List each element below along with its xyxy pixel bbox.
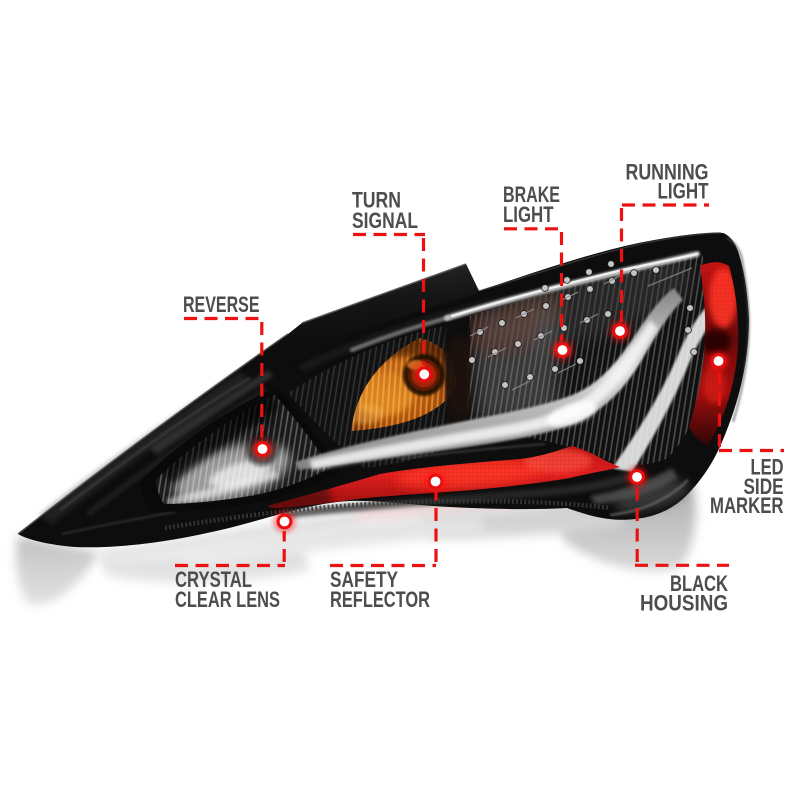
- svg-text:TURN: TURN: [352, 188, 401, 213]
- svg-text:BLACK: BLACK: [670, 571, 728, 596]
- svg-text:MARKER: MARKER: [710, 493, 784, 518]
- svg-text:SIDE: SIDE: [744, 474, 784, 499]
- svg-text:BRAKE: BRAKE: [503, 182, 560, 207]
- svg-text:CRYSTAL: CRYSTAL: [175, 567, 252, 592]
- svg-text:REFLECTOR: REFLECTOR: [330, 587, 430, 612]
- svg-text:HOUSING: HOUSING: [640, 591, 728, 616]
- svg-text:SAFETY: SAFETY: [330, 567, 398, 592]
- svg-text:RUNNING: RUNNING: [626, 160, 709, 185]
- svg-text:LIGHT: LIGHT: [503, 202, 554, 227]
- svg-text:SIGNAL: SIGNAL: [352, 208, 418, 233]
- svg-text:CLEAR LENS: CLEAR LENS: [175, 587, 280, 612]
- svg-text:LIGHT: LIGHT: [658, 179, 709, 204]
- svg-text:REVERSE: REVERSE: [183, 292, 260, 317]
- svg-text:LED: LED: [751, 455, 784, 480]
